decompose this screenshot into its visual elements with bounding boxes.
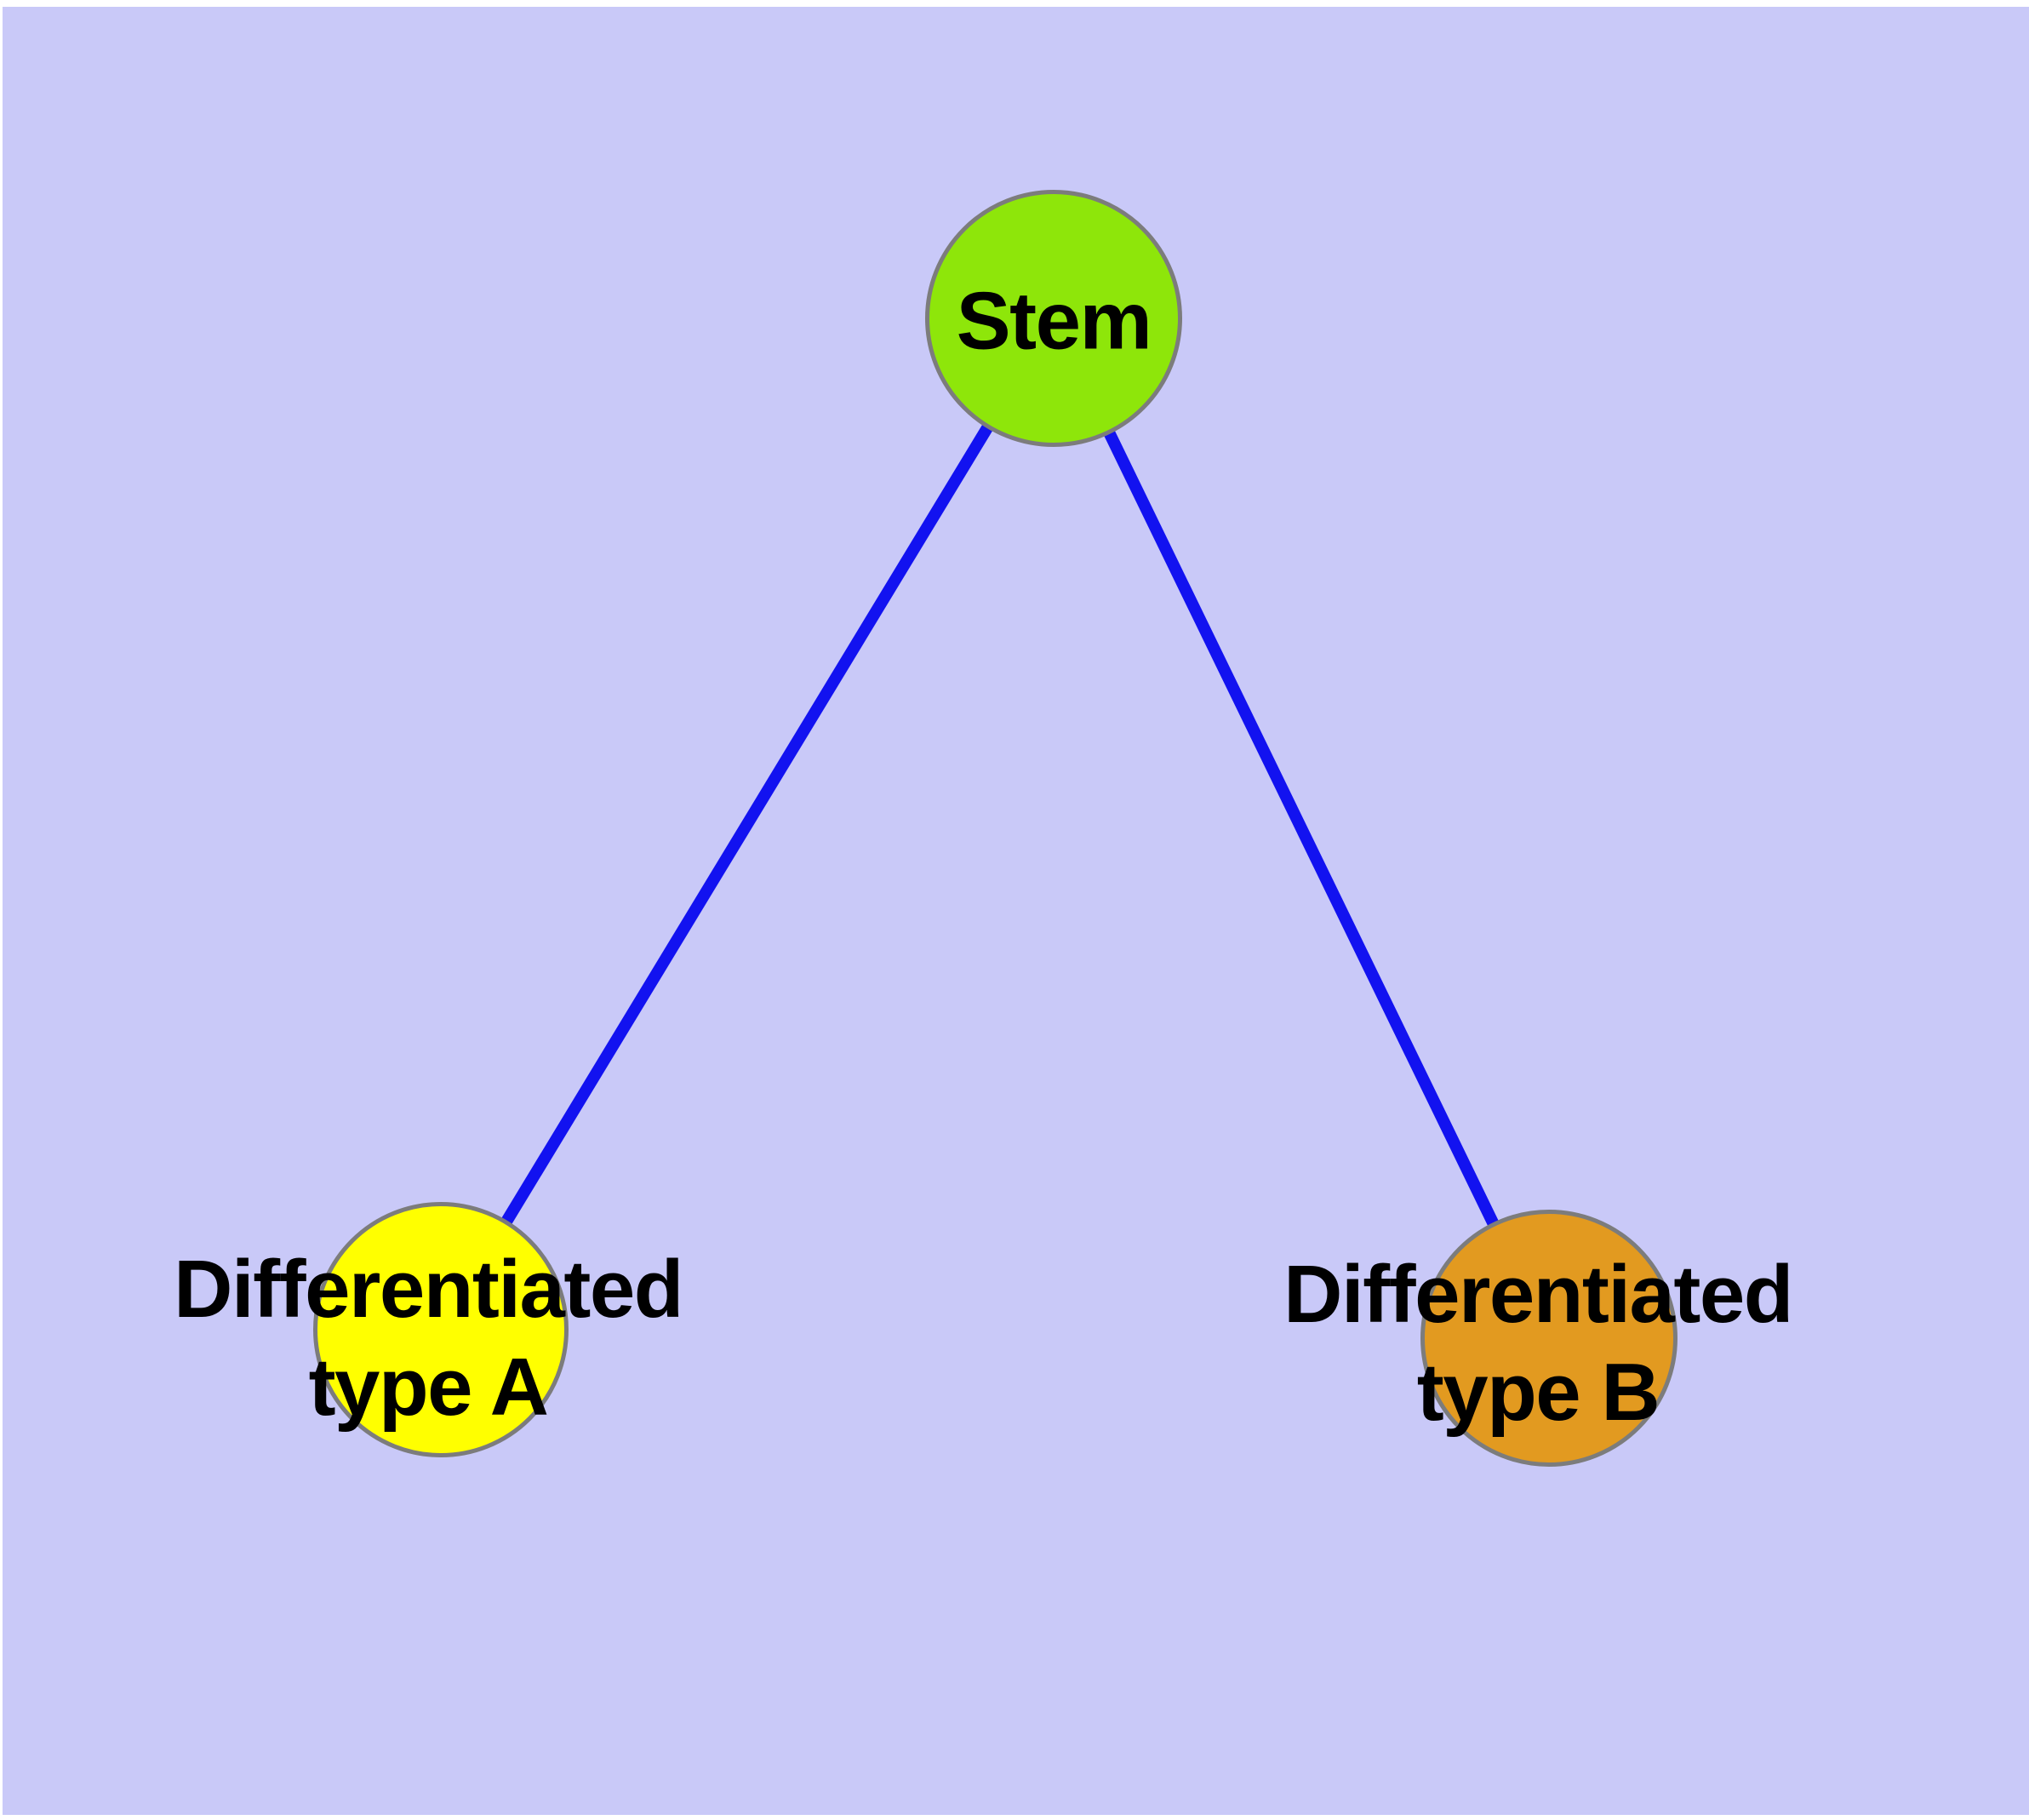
type-a-node-label: Differentiated type A xyxy=(45,1240,811,1436)
type-b-label-line2: type B xyxy=(1416,1347,1660,1438)
type-a-node xyxy=(313,1202,569,1457)
type-a-label-line2: type A xyxy=(308,1342,549,1433)
stem-node xyxy=(925,190,1182,447)
type-b-node xyxy=(1420,1210,1677,1467)
type-a-label-line1: Differentiated xyxy=(174,1244,683,1335)
stem-node-label: Stem xyxy=(956,275,1152,367)
type-b-node-label: Differentiated type B xyxy=(1155,1245,1921,1441)
edge-stem-to-type-a xyxy=(436,315,1059,1333)
type-b-label-line1: Differentiated xyxy=(1283,1249,1793,1340)
edge-stem-to-type-b xyxy=(1048,315,1555,1342)
